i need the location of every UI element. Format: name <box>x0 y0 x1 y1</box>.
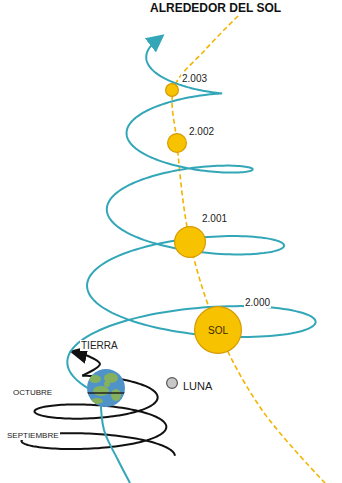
sun-path-line <box>172 16 325 483</box>
earth-globe: TIERRA <box>87 369 125 407</box>
earth-land <box>111 389 121 401</box>
sun-disc <box>195 307 242 354</box>
earth-land <box>104 381 110 387</box>
sun-circle: 2.000SOL <box>194 306 242 354</box>
earth-land <box>89 375 101 383</box>
year-label: 2.002 <box>188 126 215 137</box>
moon-orbit <box>21 353 175 456</box>
year-label: 2.003 <box>181 73 208 84</box>
sun-circle: 2.002 <box>167 133 187 153</box>
earth-land <box>93 386 109 396</box>
sun-disc <box>166 84 179 97</box>
sun-circle: 2.001 <box>174 226 206 258</box>
body-label: TIERRA <box>80 340 119 351</box>
moon-disc <box>167 378 178 389</box>
year-label: 2.000 <box>244 297 271 308</box>
month-label: SEPTIEMBRE <box>6 431 60 440</box>
orbit-crossing <box>87 392 125 394</box>
node-shape <box>174 226 206 258</box>
sun-label: SOL <box>208 325 228 336</box>
body-label: LUNA <box>182 380 213 392</box>
node-shape <box>167 133 187 153</box>
node-shape <box>87 369 125 407</box>
earth-orbit <box>67 40 315 483</box>
earth-land <box>91 398 103 404</box>
diagram-title: ALREDEDOR DEL SOL <box>150 1 281 15</box>
sun-circle: 2.003 <box>165 83 179 97</box>
month-label: OCTUBRE <box>12 388 53 397</box>
node-shape <box>166 377 178 389</box>
sun-disc <box>168 134 187 153</box>
earth-orbit-line <box>67 40 315 395</box>
earth-orbit-tail <box>100 395 130 483</box>
moon-circle: LUNA <box>166 377 178 389</box>
sun-path <box>172 16 325 483</box>
year-label: 2.001 <box>201 213 228 224</box>
earth-ocean <box>87 369 125 407</box>
node-shape <box>165 83 179 97</box>
sun-disc <box>175 227 206 258</box>
